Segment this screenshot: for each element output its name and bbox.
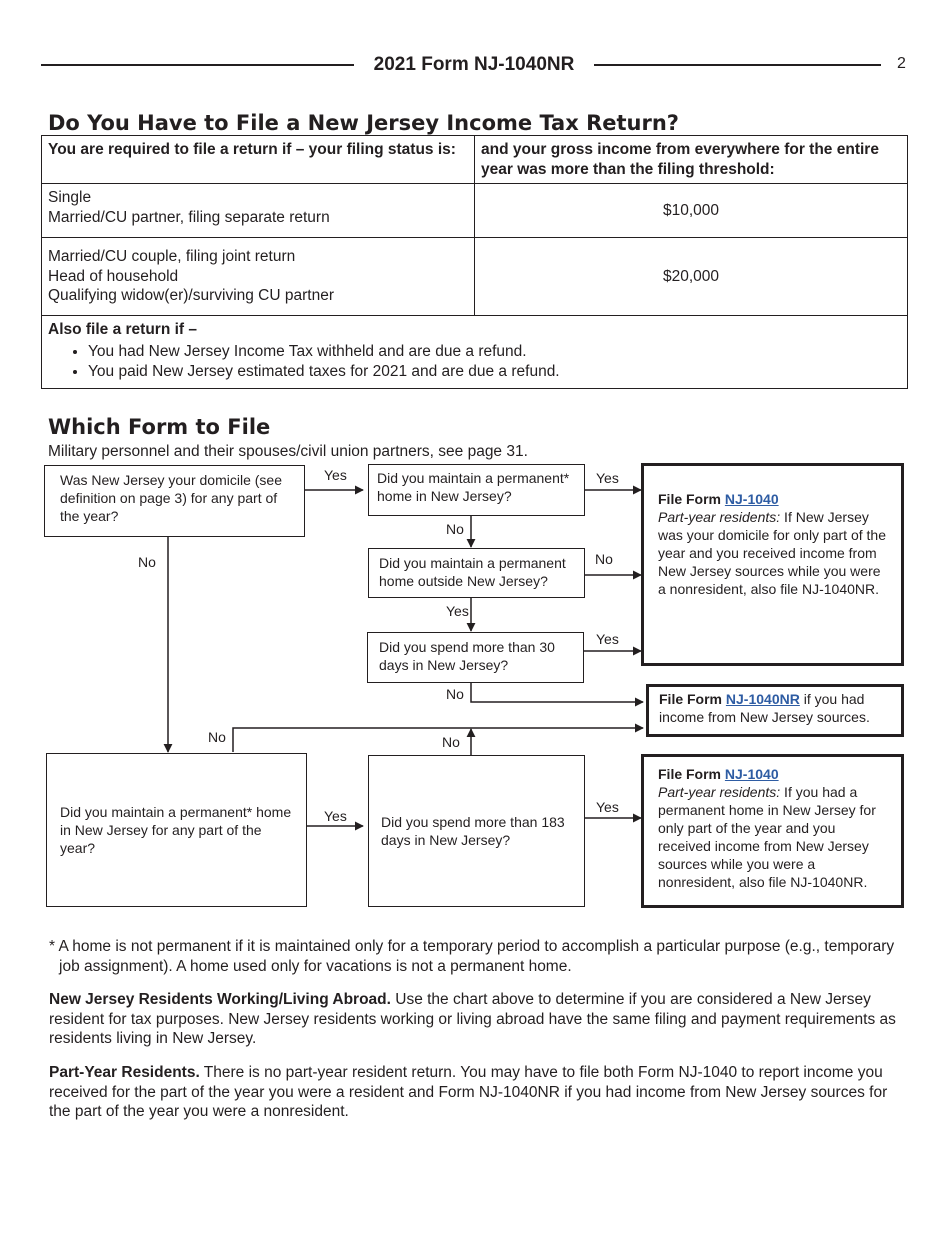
page-number: 2 bbox=[897, 55, 906, 72]
paragraph-heading: New Jersey Residents Working/Living Abro… bbox=[49, 991, 391, 1008]
military-note: Military personnel and their spouses/civ… bbox=[48, 443, 528, 460]
question-permanent-home-outside: Did you maintain a permanent home outsid… bbox=[368, 548, 585, 598]
label-yes: Yes bbox=[596, 799, 619, 815]
filing-status: Married/CU partner, filing separate retu… bbox=[48, 208, 330, 226]
result-prefix: File Form bbox=[658, 491, 725, 507]
result-text: If New Jersey was your domicile for only… bbox=[658, 509, 886, 597]
question-text: Was New Jersey your domicile (see defini… bbox=[60, 472, 282, 524]
col-header-filing-status: You are required to file a return if – y… bbox=[41, 135, 475, 184]
label-yes: Yes bbox=[324, 808, 347, 824]
filing-status: Head of household bbox=[48, 267, 179, 285]
header-rule-left bbox=[41, 64, 354, 66]
label-yes: Yes bbox=[596, 631, 619, 647]
also-file-heading: Also file a return if – bbox=[48, 321, 198, 338]
label-no: No bbox=[442, 734, 460, 750]
result-text: if you had income from New Jersey source… bbox=[659, 691, 870, 725]
threshold-amount: $20,000 bbox=[474, 237, 908, 316]
filing-status-cell: Single Married/CU partner, filing separa… bbox=[41, 183, 475, 238]
filing-status: Qualifying widow(er)/surviving CU partne… bbox=[48, 287, 334, 304]
result-prefix: File Form bbox=[659, 691, 726, 707]
also-file-row: Also file a return if – You had New Jers… bbox=[41, 315, 908, 389]
label-yes: Yes bbox=[596, 470, 619, 486]
result-file-nj1040nr: File Form NJ-1040NR if you had income fr… bbox=[646, 684, 904, 737]
question-183-days: Did you spend more than 183 days in New … bbox=[368, 755, 585, 907]
label-no: No bbox=[446, 686, 464, 702]
label-no: No bbox=[595, 551, 613, 567]
label-no: No bbox=[446, 521, 464, 537]
footnote-text: * A home is not permanent if it is maint… bbox=[49, 938, 895, 975]
part-year-label: Part-year residents: bbox=[658, 509, 781, 525]
filing-status: Married/CU couple, filing joint return bbox=[48, 248, 296, 265]
question-text: Did you maintain a permanent* home in Ne… bbox=[60, 804, 292, 856]
nj1040-link[interactable]: NJ-1040 bbox=[724, 491, 779, 507]
filing-status-cell: Married/CU couple, filing joint return H… bbox=[41, 237, 475, 316]
question-text: Did you maintain a permanent* home in Ne… bbox=[377, 470, 570, 504]
paragraph-part-year: Part-Year Residents. There is no part-ye… bbox=[49, 1063, 909, 1122]
form-title: 2021 Form NJ-1040NR bbox=[373, 54, 575, 75]
table-row: Single Married/CU partner, filing separa… bbox=[41, 183, 908, 238]
also-file-cell: Also file a return if – You had New Jers… bbox=[41, 315, 908, 389]
question-text: Did you spend more than 183 days in New … bbox=[381, 814, 565, 848]
label-yes: Yes bbox=[446, 603, 469, 619]
footnote: * A home is not permanent if it is maint… bbox=[49, 937, 911, 976]
list-item: You paid New Jersey estimated taxes for … bbox=[88, 362, 901, 382]
paragraph-abroad: New Jersey Residents Working/Living Abro… bbox=[49, 990, 909, 1049]
arrow-anypart-no bbox=[232, 723, 644, 752]
question-permanent-home-nj: Did you maintain a permanent* home in Ne… bbox=[368, 464, 585, 516]
nj1040-link[interactable]: NJ-1040 bbox=[724, 766, 779, 782]
result-file-nj1040-permanent-home: File Form NJ-1040 Part-year residents: I… bbox=[641, 754, 904, 908]
nj1040nr-link[interactable]: NJ-1040NR bbox=[725, 691, 800, 707]
arrow-30days-no bbox=[470, 683, 644, 707]
result-prefix: File Form bbox=[658, 766, 725, 782]
table-row: Married/CU couple, filing joint return H… bbox=[41, 237, 908, 316]
paragraph-heading: Part-Year Residents. bbox=[49, 1064, 200, 1081]
filing-status: Single bbox=[48, 189, 92, 206]
section-heading-file-requirement: Do You Have to File a New Jersey Income … bbox=[48, 111, 679, 135]
label-yes: Yes bbox=[324, 467, 347, 483]
also-file-list: You had New Jersey Income Tax withheld a… bbox=[48, 342, 901, 382]
filing-threshold-table: You are required to file a return if – y… bbox=[41, 135, 908, 389]
section-heading-which-form: Which Form to File bbox=[48, 415, 271, 439]
result-file-nj1040-domicile: File Form NJ-1040 Part-year residents: I… bbox=[641, 463, 904, 666]
question-text: Did you maintain a permanent home outsid… bbox=[379, 555, 566, 589]
question-text: Did you spend more than 30 days in New J… bbox=[379, 639, 555, 673]
question-domicile: Was New Jersey your domicile (see defini… bbox=[44, 465, 305, 537]
paragraph-text: There is no part-year resident return. Y… bbox=[49, 1064, 888, 1120]
result-text: If you had a permanent home in New Jerse… bbox=[658, 784, 876, 890]
threshold-amount: $10,000 bbox=[474, 183, 908, 238]
label-no: No bbox=[208, 729, 226, 745]
question-permanent-home-any-part: Did you maintain a permanent* home in Ne… bbox=[46, 753, 307, 907]
part-year-label: Part-year residents: bbox=[658, 784, 781, 800]
question-30-days: Did you spend more than 30 days in New J… bbox=[367, 632, 584, 683]
label-no: No bbox=[138, 554, 156, 570]
paragraph-text: Use the chart above to determine if you … bbox=[49, 991, 896, 1047]
list-item: You had New Jersey Income Tax withheld a… bbox=[88, 342, 901, 362]
header-rule-right bbox=[594, 64, 881, 66]
